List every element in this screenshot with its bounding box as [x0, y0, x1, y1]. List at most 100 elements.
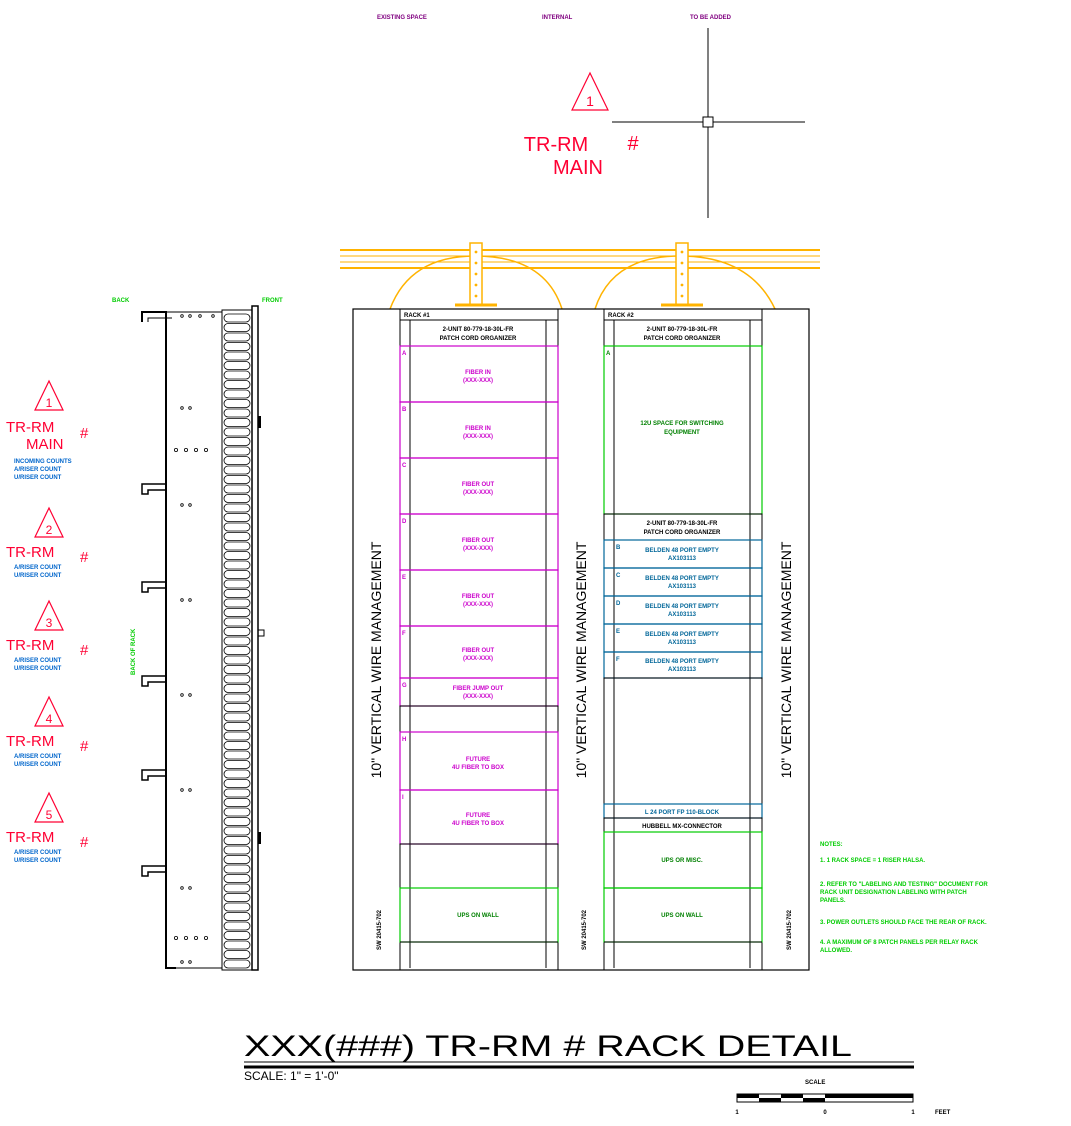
svg-text:2-UNIT 80-779-18-30L-FR: 2-UNIT 80-779-18-30L-FR	[647, 521, 718, 527]
svg-text:F: F	[402, 631, 406, 637]
side-rib	[223, 399, 251, 408]
side-rib	[223, 446, 251, 456]
side-dot	[193, 936, 198, 941]
side-dot	[180, 598, 184, 602]
scale-tick-left: 1	[735, 1110, 739, 1116]
side-rib	[223, 408, 251, 418]
note-4-line-1: 4. A MAXIMUM OF 8 PATCH PANELS PER RELAY…	[820, 940, 979, 946]
side-notches	[141, 483, 166, 877]
cable-tray	[340, 242, 820, 310]
side-rib	[223, 636, 251, 646]
wire-mgmt-label-3: 10" VERTICAL WIRE MANAGEMENT	[778, 541, 794, 778]
svg-text:TR-RM: TR-RM	[6, 733, 54, 750]
svg-text:A: A	[606, 351, 611, 357]
side-rib	[223, 712, 251, 722]
side-dot	[198, 314, 202, 318]
svg-text:A/RISER COUNT: A/RISER COUNT	[14, 565, 62, 571]
side-rib	[223, 931, 251, 940]
side-rib	[223, 845, 251, 855]
svg-text:BELDEN 48 PORT EMPTY: BELDEN 48 PORT EMPTY	[645, 548, 719, 554]
svg-text:2-UNIT 80-779-18-30L-FR: 2-UNIT 80-779-18-30L-FR	[647, 327, 718, 333]
side-front-label: FRONT	[262, 298, 283, 304]
side-dot	[188, 314, 192, 318]
rack-2-panel-f: F BELDEN 48 PORT EMPTY AX103113	[603, 651, 763, 679]
left-callouts: 1 TR-RM # MAIN INCOMING COUNTS A/RISER C…	[6, 379, 89, 864]
side-dot	[180, 406, 184, 410]
side-rib	[223, 484, 251, 494]
side-dot	[180, 314, 184, 318]
svg-text:#: #	[80, 425, 89, 442]
svg-text:HUBBELL MX-CONNECTOR: HUBBELL MX-CONNECTOR	[642, 824, 722, 830]
side-dot	[188, 503, 192, 507]
side-rib	[223, 921, 251, 931]
svg-text:(XXX-XXX): (XXX-XXX)	[463, 694, 493, 700]
rack-2-small-2: HUBBELL MX-CONNECTOR	[603, 817, 763, 833]
side-rib	[223, 503, 251, 513]
svg-text:D: D	[402, 519, 407, 525]
triangle-icon	[34, 599, 64, 631]
svg-text:FIBER JUMP OUT: FIBER JUMP OUT	[453, 686, 504, 692]
top-callout-hash: #	[627, 133, 639, 155]
top-callout: 1 TR-RM # MAIN	[524, 28, 805, 218]
side-rib	[223, 836, 251, 845]
rack-2-blank	[603, 677, 763, 805]
wire-mgmt-label-2: 10" VERTICAL WIRE MANAGEMENT	[573, 541, 589, 778]
svg-text:#: #	[80, 642, 89, 659]
rack-2: RACK #2 2-UNIT 80-779-18-30L-FR PATCH CO…	[603, 313, 763, 968]
side-rib	[223, 722, 251, 731]
note-1: 1. 1 RACK SPACE = 1 RISER HALSA.	[820, 858, 925, 864]
svg-text:U/RISER COUNT: U/RISER COUNT	[14, 475, 62, 481]
side-rib	[223, 332, 251, 342]
side-rib	[223, 351, 251, 361]
note-2-line-3: PANELS.	[820, 898, 846, 904]
rack-1-label: RACK #1	[404, 313, 430, 319]
side-rib	[223, 617, 251, 627]
notes: NOTES: 1. 1 RACK SPACE = 1 RISER HALSA. …	[820, 842, 988, 954]
rack-1-slot-f: F FIBER OUT (XXX-XXX)	[399, 625, 559, 679]
side-rib	[223, 342, 251, 351]
svg-text:UPS ON WALL: UPS ON WALL	[661, 913, 703, 919]
side-ribs	[223, 313, 251, 969]
side-rib	[223, 570, 251, 579]
svg-text:A/RISER COUNT: A/RISER COUNT	[14, 658, 62, 664]
svg-text:2-UNIT 80-779-18-30L-FR: 2-UNIT 80-779-18-30L-FR	[443, 327, 514, 333]
side-dot	[203, 936, 208, 941]
side-rib	[223, 902, 251, 912]
svg-text:FIBER OUT: FIBER OUT	[462, 538, 495, 544]
side-dot	[180, 503, 184, 507]
svg-text:FIBER IN: FIBER IN	[465, 370, 491, 376]
rack-1-slot-h: H FUTURE 4U FIBER TO BOX	[399, 731, 559, 791]
side-rib	[223, 760, 251, 769]
svg-text:AX103113: AX103113	[668, 612, 697, 618]
drawing-title: XXX(###) TR-RM # RACK DETAIL	[244, 1030, 852, 1063]
rack-2-switch-space: A 12U SPACE FOR SWITCHING EQUIPMENT	[603, 345, 763, 515]
svg-text:A/RISER COUNT: A/RISER COUNT	[14, 754, 62, 760]
svg-text:(XXX-XXX): (XXX-XXX)	[463, 602, 493, 608]
side-dot	[193, 447, 198, 452]
side-rib	[223, 427, 251, 437]
rack-2-label: RACK #2	[608, 313, 634, 319]
side-dot	[173, 447, 178, 452]
triangle-icon	[34, 695, 64, 727]
side-rib	[223, 817, 251, 826]
rack-2-small-1: L 24 PORT FP 110-BLOCK	[603, 803, 763, 819]
legend-to-be-added: TO BE ADDED	[690, 15, 732, 21]
svg-text:C: C	[616, 573, 621, 579]
svg-text:AX103113: AX103113	[668, 556, 697, 562]
legend-internal: INTERNAL	[542, 15, 573, 21]
svg-text:FIBER OUT: FIBER OUT	[462, 648, 495, 654]
side-dot	[173, 936, 178, 941]
callout-3: 3 TR-RM # A/RISER COUNT U/RISER COUNT	[6, 599, 89, 672]
side-rib	[223, 389, 251, 399]
side-rib	[223, 456, 251, 465]
side-rib	[223, 893, 251, 902]
svg-text:FIBER IN: FIBER IN	[465, 426, 491, 432]
side-dot	[211, 314, 215, 318]
side-dot	[203, 447, 208, 452]
side-rib	[223, 608, 251, 617]
side-rib	[223, 826, 251, 836]
svg-text:L 24 PORT FP 110-BLOCK: L 24 PORT FP 110-BLOCK	[645, 810, 720, 816]
crosshair-box	[702, 116, 714, 128]
rack-2-panel-e: E BELDEN 48 PORT EMPTY AX103113	[603, 623, 763, 653]
svg-text:#: #	[80, 738, 89, 755]
